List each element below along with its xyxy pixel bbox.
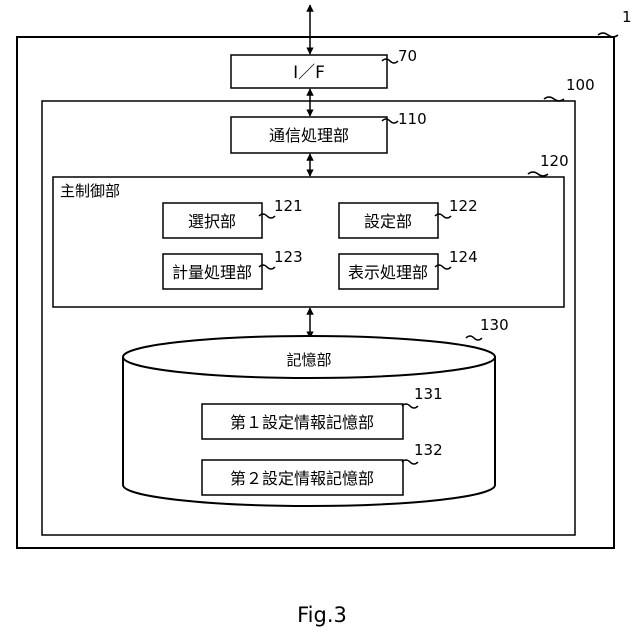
apparatus-ref: 1 (622, 8, 632, 26)
storage-label: 記憶部 (286, 351, 331, 369)
interface-ref: 70 (398, 47, 417, 65)
storage-ref-leader (466, 336, 482, 340)
system-ref: 100 (566, 76, 595, 94)
setting-unit-label: 設定部 (364, 212, 412, 231)
main-control-ref: 120 (540, 152, 569, 170)
setting-store-1-label: 第１設定情報記憶部 (230, 413, 374, 432)
select-unit-label: 選択部 (188, 212, 236, 231)
weighing-unit-ref: 123 (274, 248, 303, 266)
comm-unit-label: 通信処理部 (269, 126, 349, 145)
select-unit-ref: 121 (274, 197, 303, 215)
storage-ref: 130 (480, 316, 509, 334)
comm-unit-ref: 110 (398, 110, 427, 128)
main-control-frame (53, 177, 564, 307)
setting-unit-ref: 122 (449, 197, 478, 215)
main-control-ref-leader (528, 172, 548, 176)
interface-label: I／F (293, 63, 325, 83)
setting-store-2-ref: 132 (414, 441, 443, 459)
display-unit-label: 表示処理部 (348, 263, 428, 282)
main-control-label: 主制御部 (60, 182, 120, 200)
setting-store-2-label: 第２設定情報記憶部 (230, 469, 374, 488)
figure-caption: Fig.3 (297, 603, 347, 627)
setting-store-1-ref: 131 (414, 385, 443, 403)
weighing-unit-label: 計量処理部 (172, 263, 252, 282)
display-unit-ref: 124 (449, 248, 478, 266)
